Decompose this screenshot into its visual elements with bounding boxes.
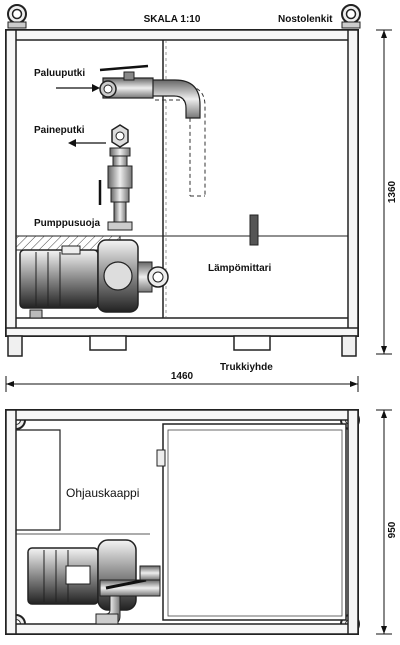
thermometer-label: Lämpömittari (208, 263, 272, 274)
return-pipe (99, 64, 206, 197)
front-view: SKALA 1:10 Nostolenkit Paluuputki Painep… (5, 4, 398, 373)
height-value: 1360 (387, 180, 398, 203)
pump-motor-front (19, 239, 169, 319)
depth-value: 950 (387, 521, 398, 538)
thermometer (249, 214, 259, 246)
lifting-lug-right (341, 4, 361, 29)
height-dimension: 1360 (376, 29, 398, 355)
lifting-lugs-label: Nostolenkit (278, 14, 333, 25)
depth-dimension: 950 (376, 409, 398, 635)
pressure-pipe (98, 124, 133, 231)
frame-plan (5, 409, 359, 635)
pump-guard-label: Pumppusuoja (34, 218, 101, 229)
forklift-pockets-label: Trukkiyhde (220, 362, 273, 373)
lifting-lug-left (7, 4, 27, 29)
plan-view: Ohjauskaappi 950 (5, 409, 398, 635)
arrow-return (56, 84, 100, 92)
control-cabinet-label: Ohjauskaappi (66, 486, 139, 500)
frame-front (5, 29, 359, 357)
width-dimension: 1460 (5, 371, 359, 392)
arrow-pressure (68, 139, 106, 147)
width-value: 1460 (171, 371, 194, 382)
pressure-pipe-label: Paineputki (34, 125, 85, 136)
pump-motor-plan (27, 539, 161, 625)
return-pipe-label: Paluuputki (34, 68, 85, 79)
scale-title: SKALA 1:10 (144, 14, 201, 25)
